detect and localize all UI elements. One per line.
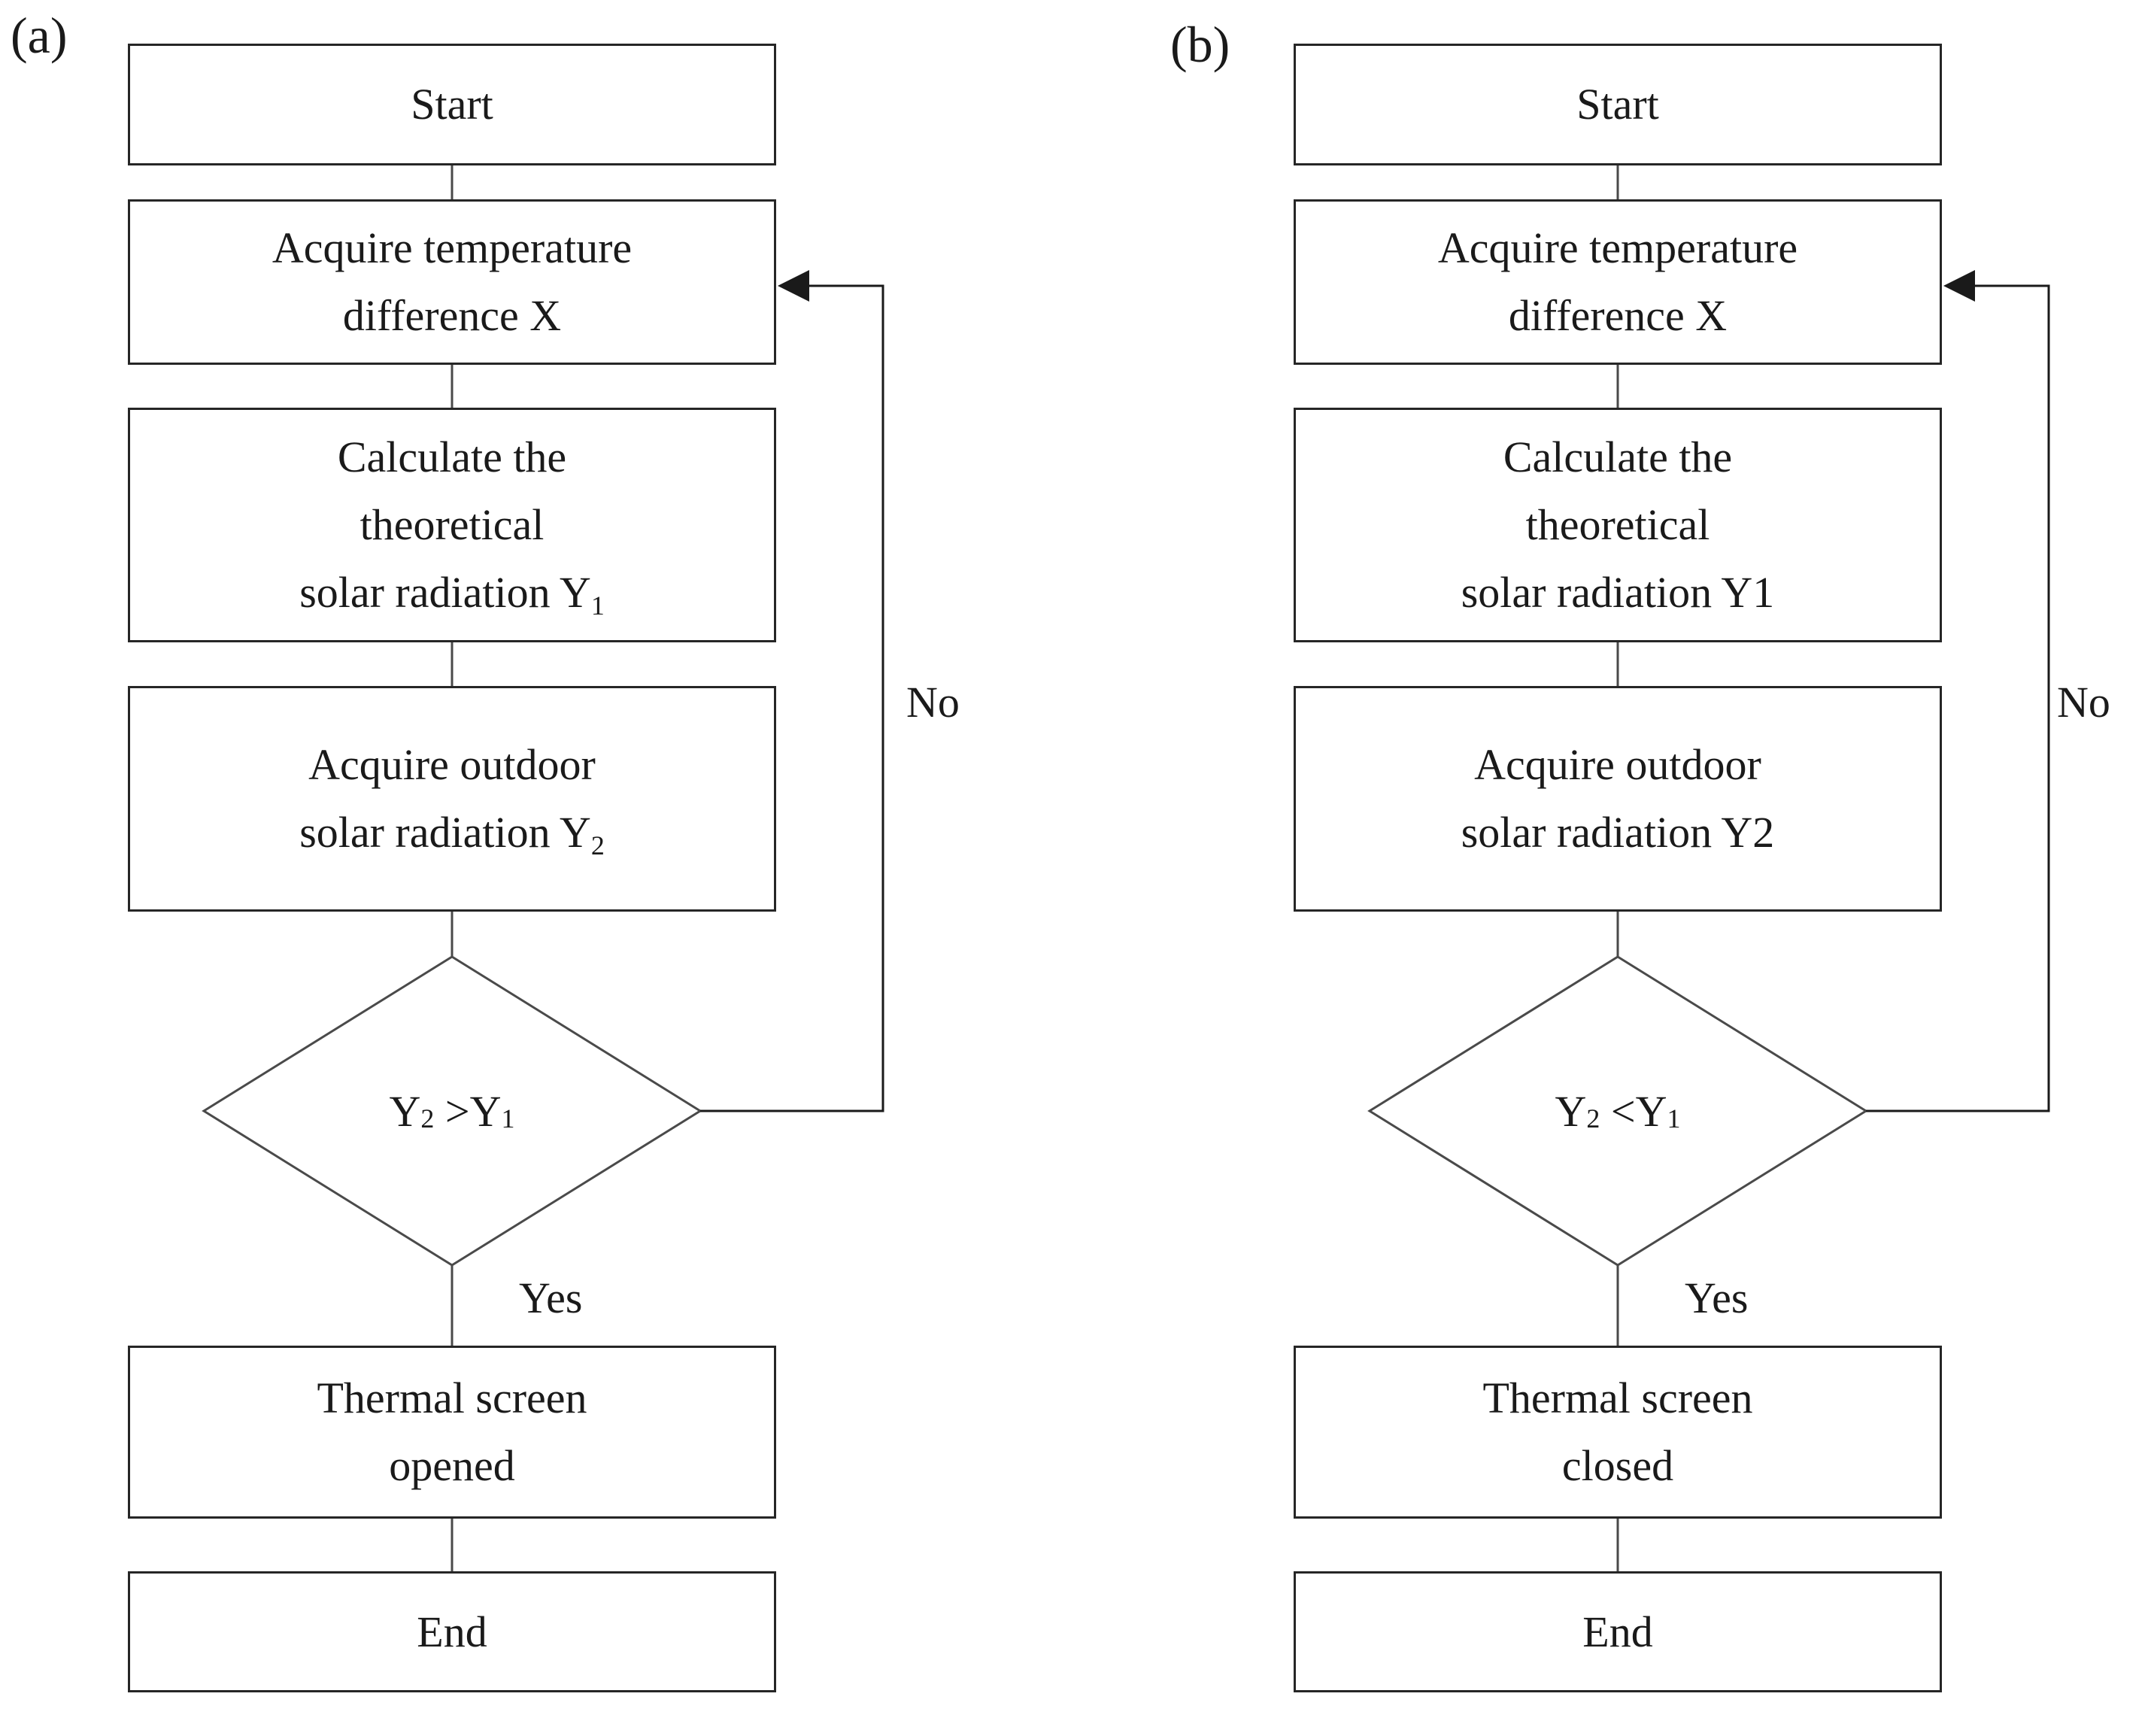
b-calculate-line3: solar radiation Y1 (1461, 567, 1775, 617)
a-acquire-temp-line1: Acquire temperature (272, 223, 633, 273)
b-no-label: No (2057, 678, 2110, 727)
b-calculate-line2: theoretical (1525, 500, 1710, 550)
a-decision-operator: > (434, 1086, 470, 1136)
b-no-feedback-line (1866, 284, 2050, 1112)
b-yes-label: Yes (1685, 1273, 1749, 1322)
a-no-label: No (906, 678, 960, 727)
b-thermal-line1: Thermal screen (1482, 1373, 1753, 1423)
a-calculate-line2: theoretical (360, 500, 545, 550)
panel-b-label: (b) (1170, 16, 1230, 73)
b-thermal-line2: closed (1561, 1441, 1674, 1490)
b-acquire-outdoor-line2: solar radiation Y2 (1461, 808, 1775, 857)
b-calculate-node: Calculate the theoretical solar radiatio… (1294, 408, 1942, 642)
b-acquire-temp-line1: Acquire temperature (1437, 223, 1798, 273)
a-thermal-node: Thermal screen opened (128, 1346, 776, 1519)
a-end-text: End (417, 1607, 487, 1656)
a-thermal-line1: Thermal screen (317, 1373, 587, 1423)
a-thermal-line2: opened (389, 1441, 515, 1490)
a-start-node: Start (128, 44, 776, 165)
a-decision-rhs: Y (469, 1086, 502, 1136)
b-decision-operator: < (1600, 1086, 1636, 1136)
a-acquire-outdoor-node: Acquire outdoor solar radiation Y2 (128, 686, 776, 912)
b-end-node: End (1294, 1571, 1942, 1692)
a-calculate-line3: solar radiation Y1 (299, 559, 605, 627)
b-decision-lhs: Y (1555, 1086, 1587, 1136)
a-yes-label: Yes (519, 1273, 583, 1322)
a-start-text: Start (411, 80, 493, 129)
a-calculate-line3-sub: 1 (590, 590, 605, 621)
a-acquire-outdoor-line2-sub: 2 (590, 830, 605, 861)
a-arrowhead-icon (778, 270, 809, 302)
b-calculate-line1: Calculate the (1503, 432, 1733, 482)
b-decision-diamond (1367, 955, 1868, 1267)
a-calculate-line3-base: solar radiation Y (299, 567, 591, 617)
a-calculate-line1: Calculate the (337, 432, 567, 482)
a-acquire-outdoor-line2-base: solar radiation Y (299, 808, 591, 857)
b-decision-rhs: Y (1635, 1086, 1667, 1136)
b-end-text: End (1582, 1607, 1653, 1656)
a-acquire-temp-node: Acquire temperature difference X (128, 199, 776, 365)
a-acquire-outdoor-line1: Acquire outdoor (308, 740, 596, 790)
a-calculate-node: Calculate the theoretical solar radiatio… (128, 408, 776, 642)
b-arrowhead-icon (1943, 270, 1975, 302)
a-acquire-temp-line2: difference X (342, 291, 562, 340)
b-thermal-node: Thermal screen closed (1294, 1346, 1942, 1519)
a-no-feedback-line (700, 284, 884, 1112)
b-acquire-temp-node: Acquire temperature difference X (1294, 199, 1942, 365)
b-start-node: Start (1294, 44, 1942, 165)
b-acquire-outdoor-node: Acquire outdoor solar radiation Y2 (1294, 686, 1942, 912)
a-decision-diamond (202, 955, 702, 1267)
a-acquire-outdoor-line2: solar radiation Y2 (299, 799, 605, 866)
a-decision-lhs: Y (389, 1086, 421, 1136)
a-end-node: End (128, 1571, 776, 1692)
b-start-text: Start (1576, 80, 1659, 129)
panel-a-label: (a) (11, 7, 68, 64)
b-acquire-outdoor-line1: Acquire outdoor (1474, 740, 1761, 790)
b-acquire-temp-line2: difference X (1508, 291, 1728, 340)
